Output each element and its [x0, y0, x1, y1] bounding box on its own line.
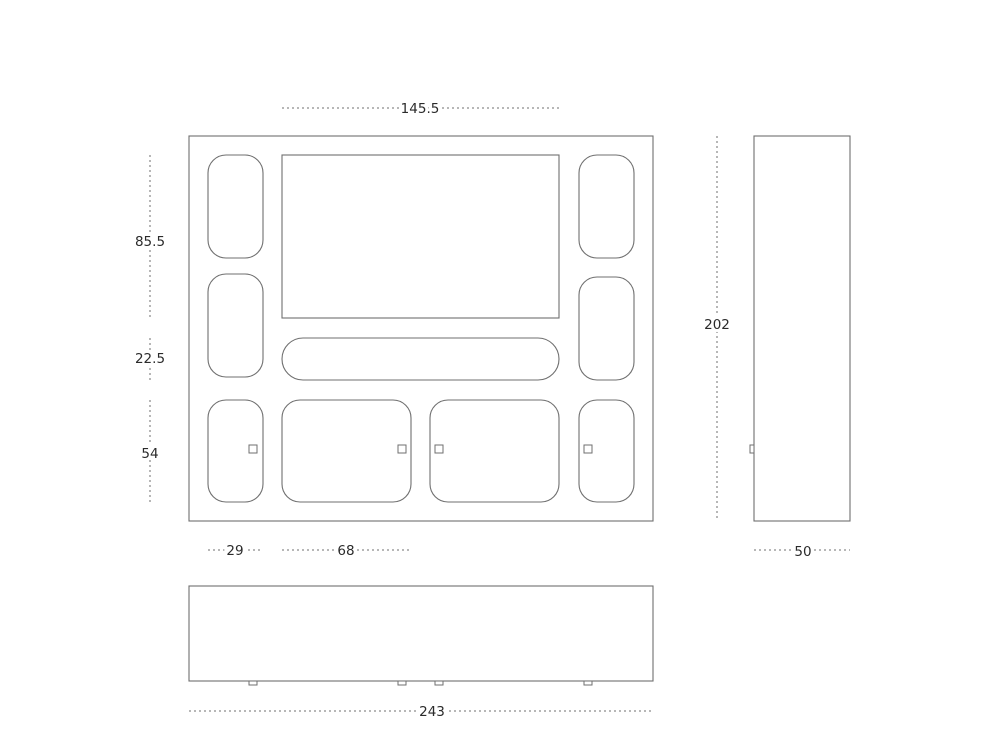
label-height-upper: 85.5 — [135, 234, 165, 250]
top-view — [188, 585, 654, 686]
top-knob-1 — [248, 680, 258, 686]
side-knob — [749, 444, 755, 454]
right-lower-door — [578, 399, 635, 503]
label-door-width: 68 — [337, 543, 354, 559]
label-total-width: 243 — [419, 704, 445, 720]
center-left-door — [281, 399, 412, 503]
knob-left-door — [248, 444, 258, 454]
dimension-labels: 145.5 85.5 22.5 54 202 29 68 50 243 — [132, 98, 815, 723]
label-height-lower: 54 — [141, 446, 158, 462]
top-knob-2 — [397, 680, 407, 686]
knob-center-right-door — [434, 444, 444, 454]
center-shelf-slot — [281, 337, 560, 381]
label-depth: 50 — [794, 544, 811, 560]
front-view — [188, 135, 654, 522]
tv-opening — [281, 154, 560, 319]
knob-right-door — [583, 444, 593, 454]
left-lower-door — [207, 399, 264, 503]
side-view — [749, 135, 851, 522]
label-top-width: 145.5 — [401, 101, 440, 117]
knob-center-left-door — [397, 444, 407, 454]
top-outer-frame — [188, 585, 654, 682]
label-height-middle: 22.5 — [135, 351, 165, 367]
side-outer-frame — [753, 135, 851, 522]
left-upper-niche — [207, 154, 264, 259]
dimension-lines — [149, 107, 850, 712]
top-knob-3 — [434, 680, 444, 686]
right-upper-niche — [578, 154, 635, 259]
label-total-height: 202 — [704, 317, 730, 333]
top-knob-4 — [583, 680, 593, 686]
label-side-column: 29 — [226, 543, 243, 559]
center-right-door — [429, 399, 560, 503]
left-middle-niche — [207, 273, 264, 378]
front-outer-frame — [188, 135, 654, 522]
right-middle-niche — [578, 276, 635, 381]
